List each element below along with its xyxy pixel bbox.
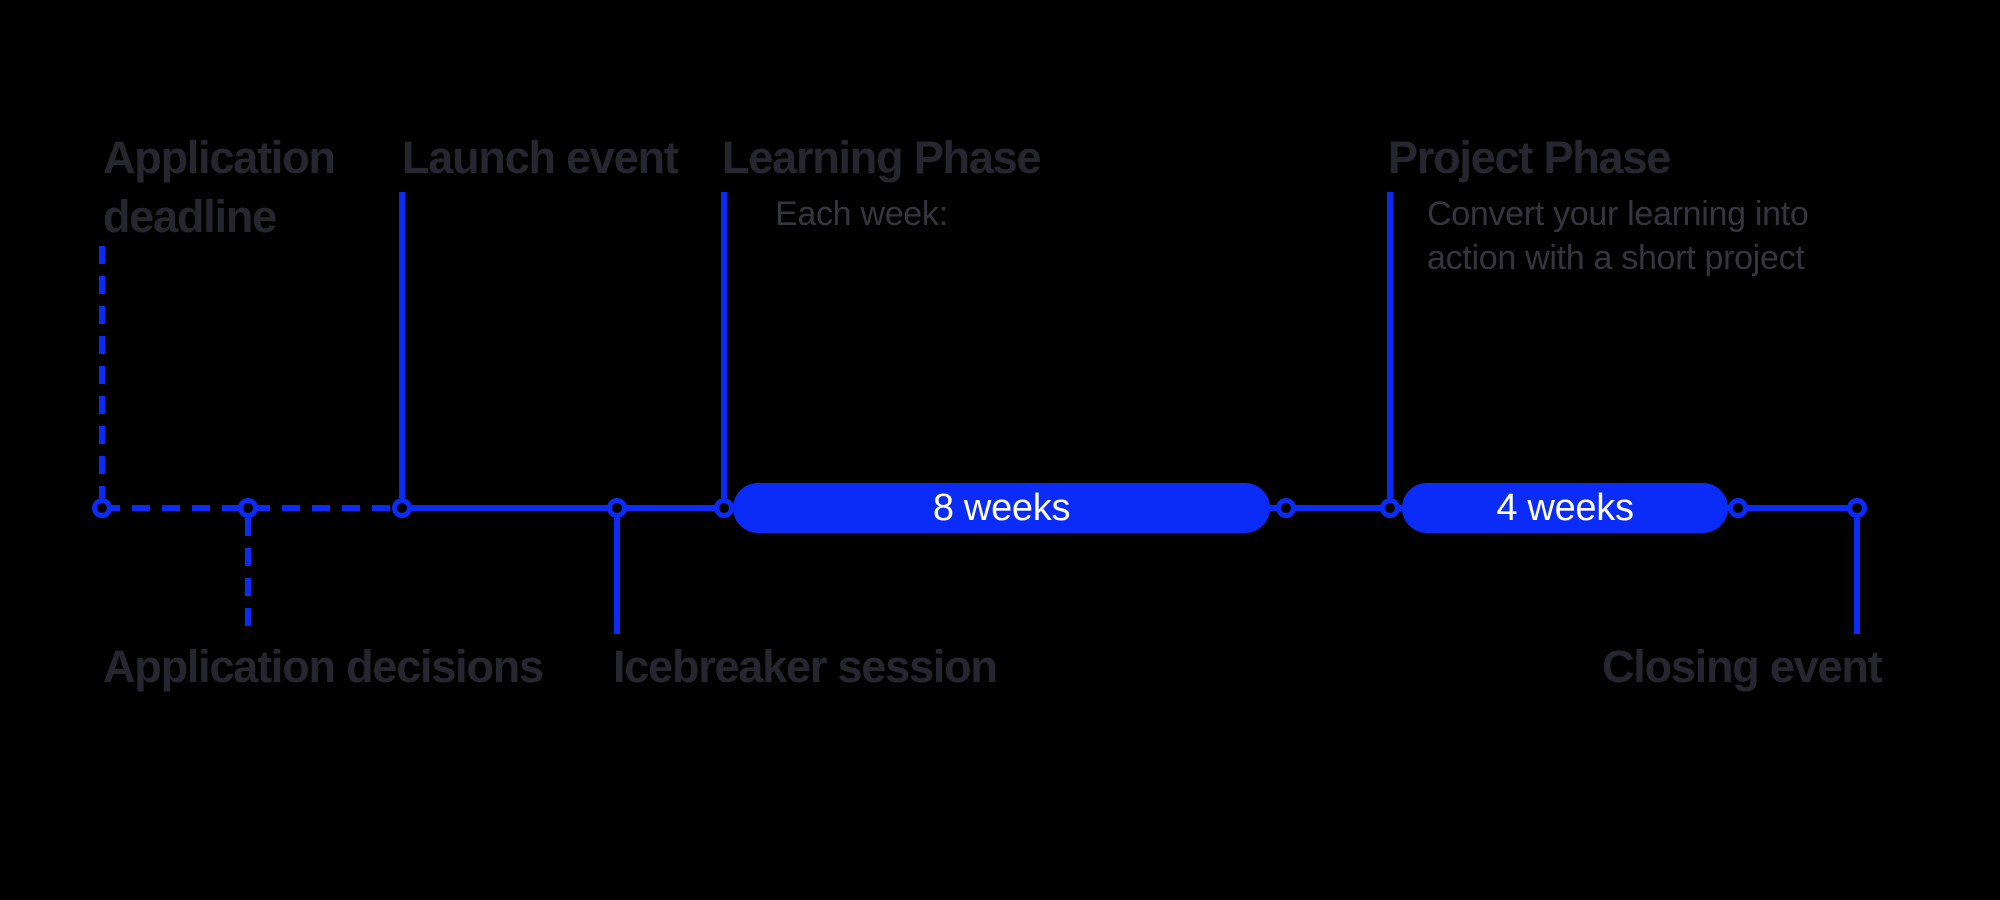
node-launch-event [392,498,412,518]
label-project-phase: Project Phase [1388,132,1671,183]
label-launch-event: Launch event [402,132,679,183]
connector-learning-phase [721,192,727,498]
connector-project-phase [1387,192,1393,498]
label-application-deadline: Application deadline [103,132,336,242]
node-application-deadline [92,498,112,518]
subtitle-learning-phase: Each week: [775,195,948,233]
node-application-decisions [238,498,258,518]
connector-icebreaker-session [614,518,620,634]
subtitle-project-phase: Convert your learning into action with a… [1427,195,1809,277]
node-closing-event [1847,498,1867,518]
label-application-decisions: Application decisions [103,641,544,692]
duration-pill-learning-phase: 8 weeks [733,483,1270,533]
node-learning-phase-end [1276,498,1296,518]
label-closing-event: Closing event [1602,641,1883,692]
node-project-phase-start [1380,498,1400,518]
label-learning-phase: Learning Phase [722,132,1042,183]
duration-pill-project-phase: 4 weeks [1402,483,1728,533]
label-icebreaker-session: Icebreaker session [613,641,998,692]
node-learning-phase-start [714,498,734,518]
node-project-phase-end [1728,498,1748,518]
connector-application-decisions [245,518,251,634]
node-icebreaker-session [607,498,627,518]
connector-application-deadline [99,246,105,498]
connector-closing-event [1854,518,1860,634]
connector-launch-event [399,192,405,498]
